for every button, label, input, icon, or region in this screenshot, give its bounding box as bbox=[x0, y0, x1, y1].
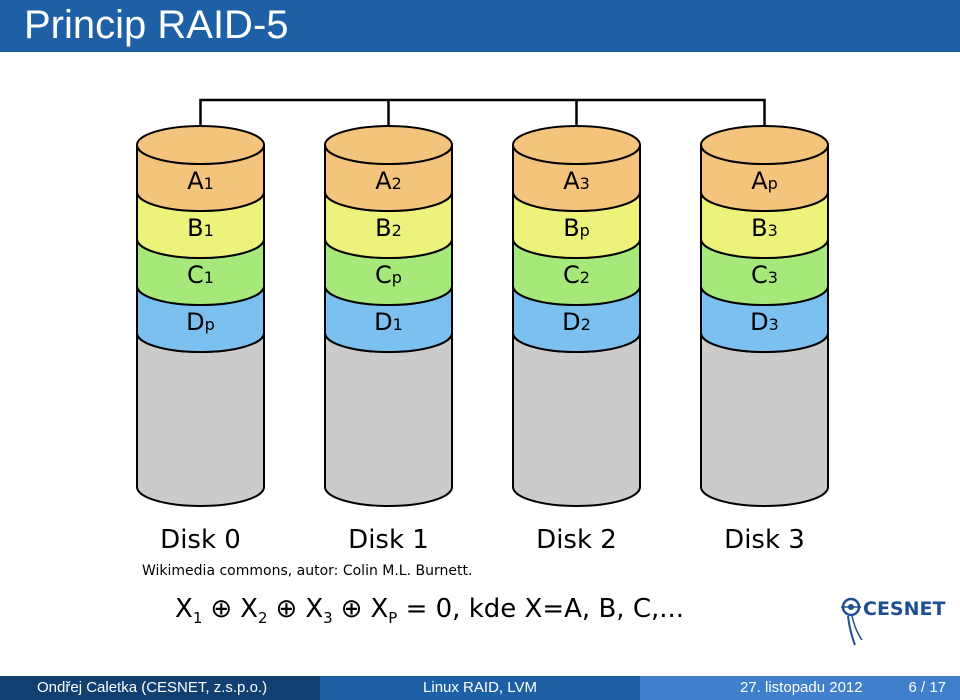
disk-empty-space bbox=[700, 332, 829, 507]
footer-topic: Linux RAID, LVM bbox=[320, 676, 640, 700]
disk-top-cap bbox=[324, 125, 453, 165]
cesnet-logo-icon bbox=[841, 597, 863, 646]
xor-operator: ⊕ bbox=[210, 594, 233, 624]
block-label: Bp bbox=[563, 214, 590, 242]
block-label: A1 bbox=[187, 167, 214, 195]
disk-label: Disk 1 bbox=[348, 525, 429, 555]
disk-empty-space bbox=[136, 332, 265, 507]
block-label: Dp bbox=[186, 308, 215, 336]
footer-page-number: 6 / 17 bbox=[908, 679, 946, 696]
title-bar: Princip RAID-5 bbox=[0, 0, 960, 52]
block-label: Ap bbox=[751, 167, 778, 195]
disk-top-cap bbox=[700, 125, 829, 165]
block-label: B3 bbox=[751, 214, 778, 242]
footer-author: Ondřej Caletka (CESNET, z.s.p.o.) bbox=[37, 679, 268, 696]
formula-rest: = 0, kde X=A, B, C,... bbox=[405, 594, 685, 624]
block-label: D1 bbox=[374, 308, 403, 336]
formula-term-xp: XP bbox=[370, 594, 398, 627]
block-label: C1 bbox=[187, 261, 214, 289]
footer-info-section: 27. listopadu 2012 6 / 17 bbox=[640, 676, 960, 700]
block-label: C2 bbox=[563, 261, 590, 289]
formula-term-x1: X1 bbox=[175, 594, 203, 627]
disk-label: Disk 2 bbox=[536, 525, 617, 555]
block-label: D2 bbox=[562, 308, 591, 336]
cesnet-logo-text: CESNET bbox=[863, 598, 945, 620]
footer-date: 27. listopadu 2012 bbox=[740, 679, 863, 696]
block-label: D3 bbox=[750, 308, 779, 336]
connector-line bbox=[199, 98, 766, 126]
formula-term-x2: X2 bbox=[240, 594, 268, 627]
block-label: Cp bbox=[375, 261, 402, 289]
xor-operator: ⊕ bbox=[275, 594, 298, 624]
disk-empty-space bbox=[512, 332, 641, 507]
image-credit: Wikimedia commons, autor: Colin M.L. Bur… bbox=[142, 563, 473, 579]
formula-term-x3: X3 bbox=[305, 594, 333, 627]
footer-author-section: Ondřej Caletka (CESNET, z.s.p.o.) bbox=[0, 676, 320, 700]
block-label: B2 bbox=[375, 214, 402, 242]
disk-empty-space bbox=[324, 332, 453, 507]
controller-connector bbox=[199, 98, 766, 126]
disk-label: Disk 3 bbox=[724, 525, 805, 555]
slide-title: Princip RAID-5 bbox=[24, 3, 289, 47]
cesnet-logo: CESNET bbox=[838, 588, 954, 648]
block-label: A3 bbox=[563, 167, 590, 195]
block-label: B1 bbox=[187, 214, 214, 242]
xor-operator: ⊕ bbox=[340, 594, 363, 624]
disk-label: Disk 0 bbox=[160, 525, 241, 555]
disk-top-cap bbox=[136, 125, 265, 165]
parity-formula: X1⊕X2⊕X3⊕XP = 0, kde X=A, B, C,... bbox=[175, 591, 684, 630]
footer-bar: Ondřej Caletka (CESNET, z.s.p.o.) Linux … bbox=[0, 676, 960, 700]
block-label: C3 bbox=[751, 261, 778, 289]
block-label: A2 bbox=[375, 167, 402, 195]
disk-top-cap bbox=[512, 125, 641, 165]
